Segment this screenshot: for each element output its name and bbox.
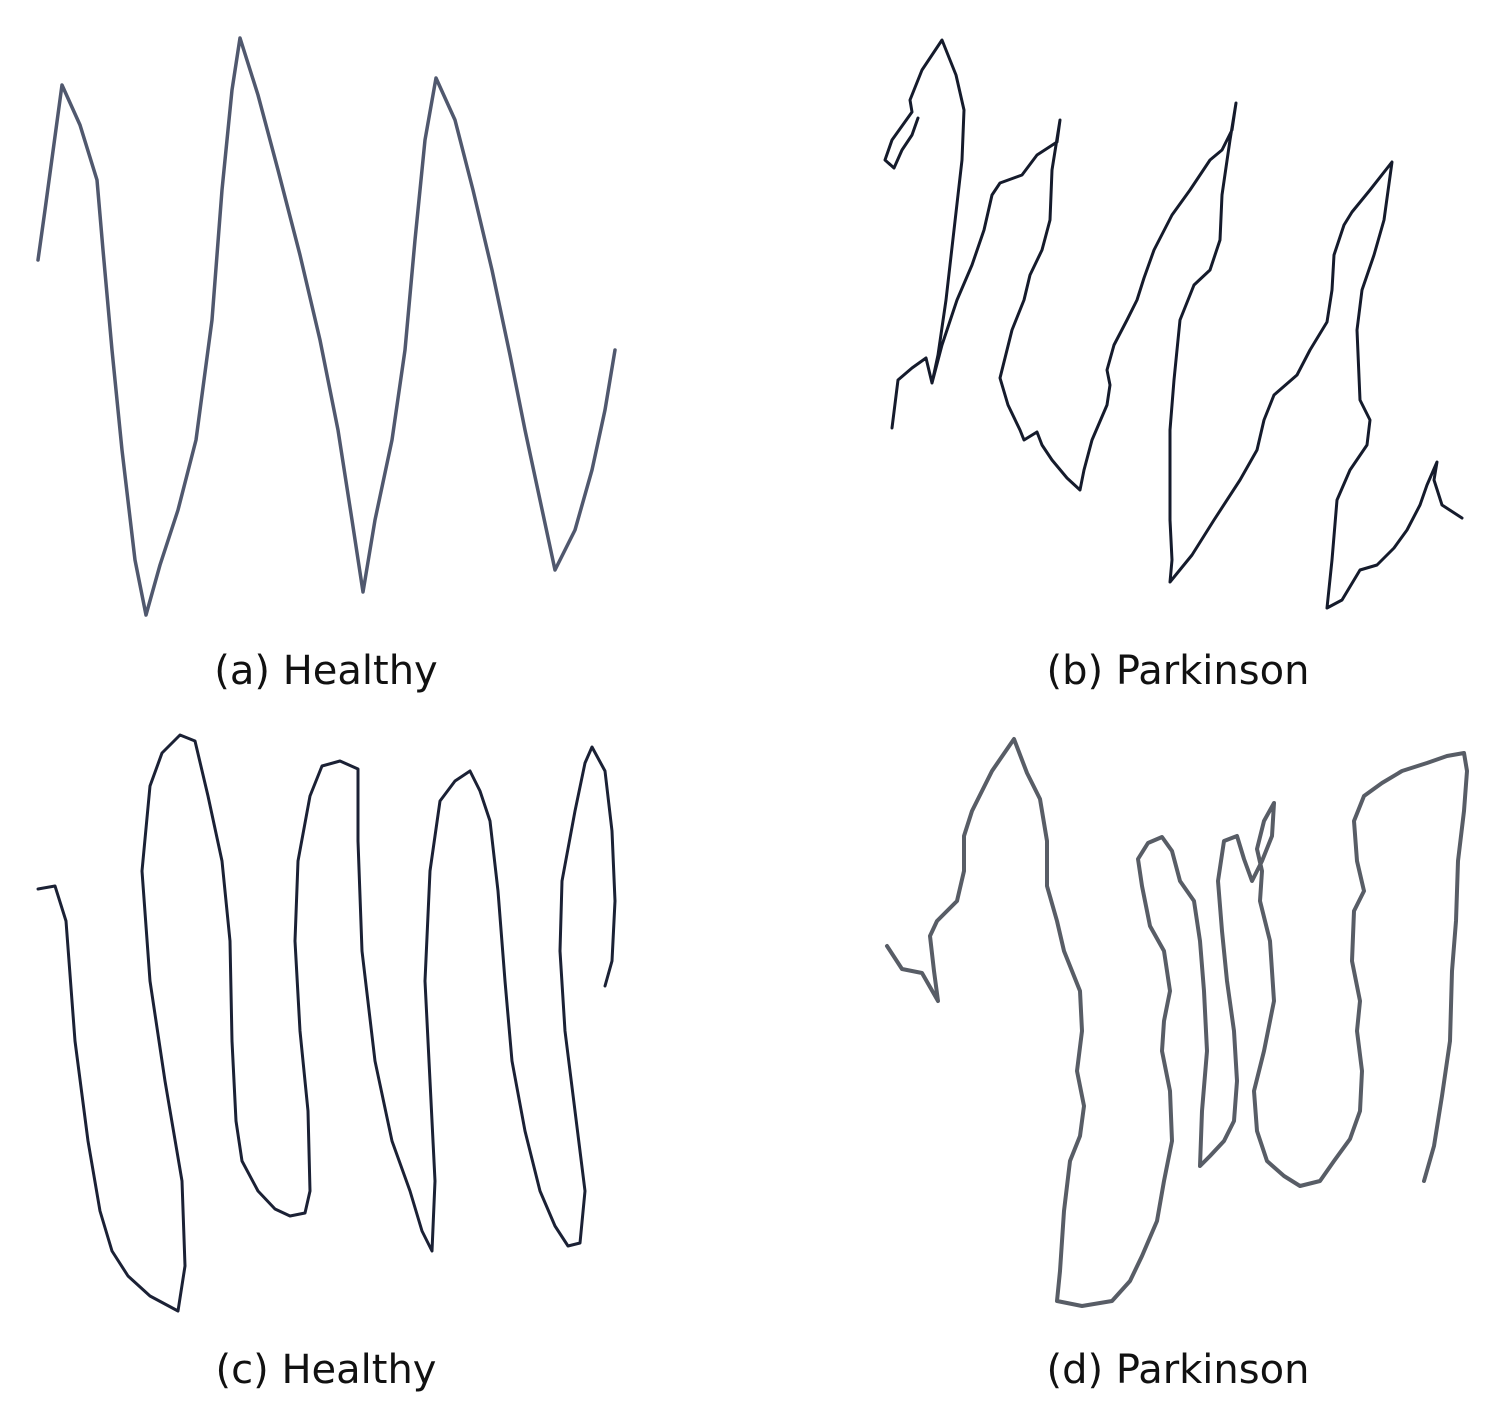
caption-a: (a) Healthy [214, 648, 438, 694]
panel-d-parkinson: (d) Parkinson [752, 711, 1504, 1423]
drawing-b-parkinson-tremor [883, 38, 1464, 610]
panel-c-healthy: (c) Healthy [0, 711, 752, 1423]
drawing-c-healthy-loops [36, 733, 617, 1313]
caption-d: (d) Parkinson [1046, 1347, 1310, 1393]
stroke-b [883, 38, 1464, 610]
stroke-d [885, 737, 1469, 1308]
caption-c: (c) Healthy [215, 1347, 437, 1393]
stroke-c [36, 733, 617, 1313]
drawing-a-healthy-zigzag [36, 36, 617, 617]
panel-b-parkinson: (b) Parkinson [752, 0, 1504, 711]
stroke-a [36, 36, 617, 617]
drawing-d-parkinson-tremor [885, 737, 1469, 1308]
panel-a-healthy: (a) Healthy [0, 0, 752, 711]
caption-b: (b) Parkinson [1046, 648, 1310, 694]
